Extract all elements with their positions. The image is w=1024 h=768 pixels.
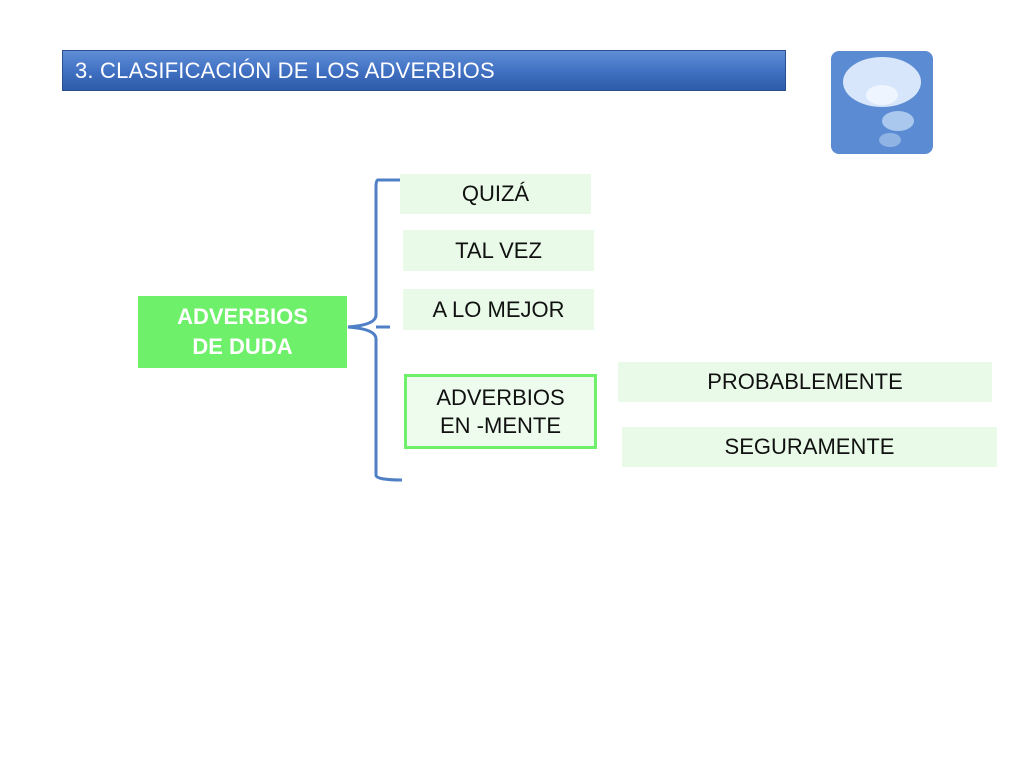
root-label-line1: ADVERBIOS (177, 304, 308, 329)
branch-label: QUIZÁ (461, 181, 530, 206)
root-label-line2: DE DUDA (192, 334, 293, 359)
branch-node-adverbios-en-mente: ADVERBIOS EN -MENTE (404, 374, 597, 449)
branch-label: A LO MEJOR (432, 296, 565, 322)
example-label: SEGURAMENTE (724, 434, 895, 459)
branch-node-tal-vez: TAL VEZ (403, 230, 594, 271)
root-node-adverbios-de-duda: ADVERBIOS DE DUDA (138, 296, 347, 368)
example-node-seguramente: SEGURAMENTE (622, 427, 997, 467)
title-bar: 3. CLASIFICACIÓN DE LOS ADVERBIOS (62, 50, 786, 91)
thought-bubble-icon (831, 51, 933, 154)
branch-label-line1: ADVERBIOS (436, 384, 565, 410)
example-node-probablemente: PROBABLEMENTE (618, 362, 992, 402)
branch-label-line2: EN -MENTE (440, 412, 561, 438)
branch-node-a-lo-mejor: A LO MEJOR (403, 289, 594, 330)
slide-title: 3. CLASIFICACIÓN DE LOS ADVERBIOS (75, 57, 495, 83)
bracket-connector (347, 178, 403, 482)
branch-node-quiza: QUIZÁ (400, 174, 591, 214)
example-label: PROBABLEMENTE (707, 369, 903, 394)
branch-label: TAL VEZ (455, 237, 542, 263)
